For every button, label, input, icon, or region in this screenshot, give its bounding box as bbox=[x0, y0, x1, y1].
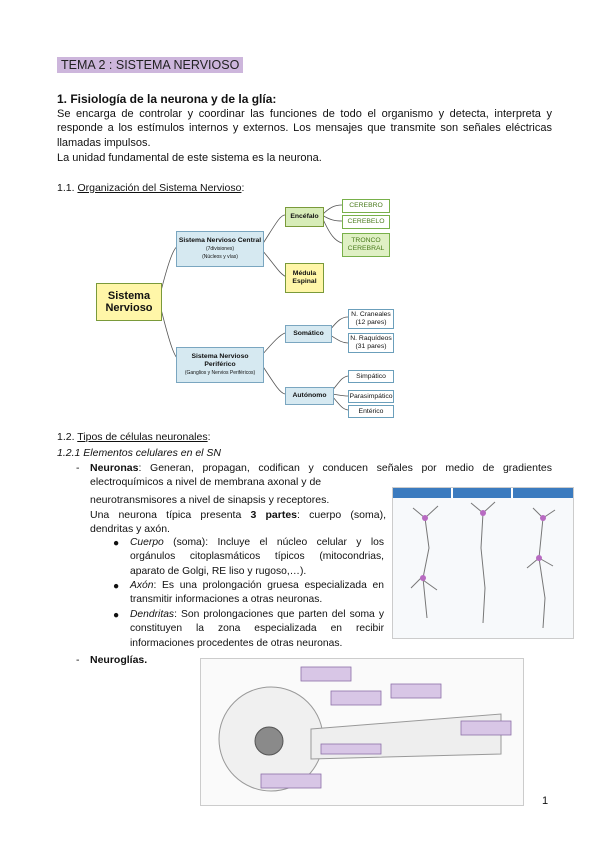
bullet-dot: ● bbox=[113, 610, 120, 621]
bullet-dendritas: Dendritas: Son prolongaciones que parten… bbox=[130, 609, 384, 649]
dash-marker: - bbox=[76, 654, 80, 666]
neuroglias-label: Neuroglías. bbox=[90, 654, 148, 666]
subsubsection-heading: 1.2.1 Elementos celulares en el SN bbox=[57, 447, 222, 459]
cerebelo-node: CEREBELO bbox=[342, 215, 390, 229]
raquideos-node: N. Raquídeos (31 pares) bbox=[348, 333, 394, 353]
root-node: Sistema Nervioso bbox=[96, 283, 162, 321]
intro-paragraph: Se encarga de controlar y coordinar las … bbox=[57, 108, 552, 149]
encefalo-node: Encéfalo bbox=[285, 207, 324, 227]
somatico-node: Somático bbox=[285, 325, 332, 343]
neuron-types-figure bbox=[392, 487, 574, 639]
dash-marker: - bbox=[76, 462, 80, 474]
neuronas-parts: Una neurona típica presenta 3 partes: cu… bbox=[90, 509, 386, 536]
subsection-heading-2: 1.2. Tipos de células neuronales: bbox=[57, 431, 211, 443]
tronco-node: TRONCO CEREBRAL bbox=[342, 233, 390, 257]
parasimpatico-node: Parasimpático bbox=[348, 390, 394, 403]
section-heading: 1. Fisiología de la neurona y de la glía… bbox=[57, 92, 277, 106]
nervous-system-diagram: Sistema Nervioso Sistema Nervioso Centra… bbox=[90, 195, 430, 425]
cerebro-node: CEREBRO bbox=[342, 199, 390, 213]
bullet-axon: Axón: Es una prolongación gruesa especia… bbox=[130, 580, 384, 606]
bullet-dot: ● bbox=[113, 538, 120, 549]
axonal-transport-figure bbox=[200, 658, 524, 806]
bullet-dot: ● bbox=[113, 581, 120, 592]
subsection-heading: 1.1. Organización del Sistema Nervioso: bbox=[57, 182, 245, 194]
enterico-node: Entérico bbox=[348, 405, 394, 418]
bullet-cuerpo: Cuerpo (soma): Incluye el núcleo celular… bbox=[130, 537, 384, 577]
neuron-illustration bbox=[393, 488, 573, 629]
axonal-transport-illustration bbox=[218, 666, 512, 792]
autonomo-node: Autónomo bbox=[285, 387, 334, 405]
simpatico-node: Simpático bbox=[348, 370, 394, 383]
page-number: 1 bbox=[542, 795, 549, 807]
intro-paragraph-2: La unidad fundamental de este sistema es… bbox=[57, 152, 322, 164]
page-title: TEMA 2 : SISTEMA NERVIOSO bbox=[57, 57, 244, 73]
central-node: Sistema Nervioso Central (7divisiones) (… bbox=[176, 231, 264, 267]
neuronas-paragraph-2: neurotransmisores a nivel de sinapsis y … bbox=[90, 494, 330, 506]
medula-node: Médula Espinal bbox=[285, 263, 324, 293]
periferico-node: Sistema Nervioso Periférico (Ganglios y … bbox=[176, 347, 264, 383]
craneales-node: N. Craneales (12 pares) bbox=[348, 309, 394, 329]
neuronas-paragraph: Neuronas: Generan, propagan, codifican y… bbox=[90, 462, 552, 489]
